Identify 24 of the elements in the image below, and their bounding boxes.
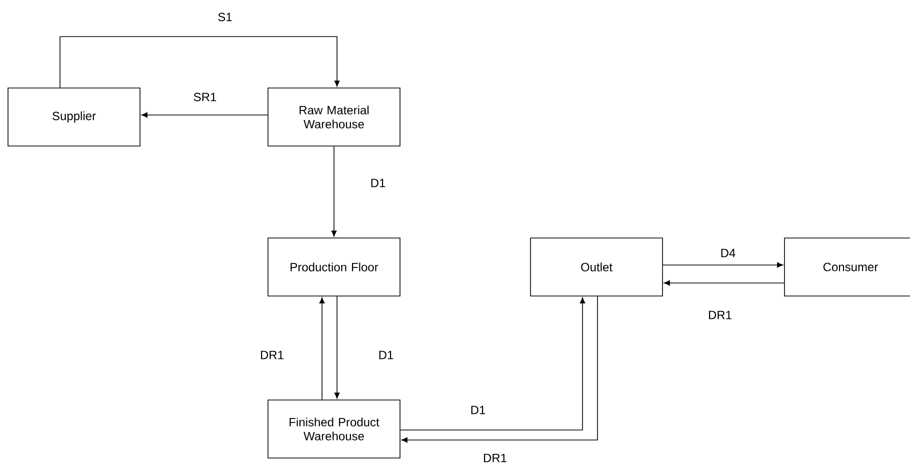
arrow <box>141 112 268 118</box>
arrow <box>334 296 340 399</box>
arrow <box>60 36 340 88</box>
edge-label: DR1 <box>707 310 733 320</box>
process-box: Outlet <box>530 238 663 296</box>
process-box: Consumer <box>784 238 910 296</box>
process-box: Supplier <box>8 88 140 146</box>
edge-label: D1 <box>469 404 487 416</box>
edge-label: D1 <box>369 178 387 188</box>
arrow <box>400 297 586 430</box>
edge-label: SR1 <box>192 92 218 102</box>
arrow <box>662 262 784 268</box>
process-box: Finished Product Warehouse <box>268 400 400 458</box>
edge-label: D1 <box>377 350 395 360</box>
edge-label: DR1 <box>482 452 508 464</box>
process-box: Raw Material Warehouse <box>268 88 400 146</box>
edge-label: D4 <box>719 248 737 258</box>
process-box: Production Floor <box>268 238 400 296</box>
edge-label: S1 <box>216 12 234 22</box>
arrow <box>401 296 598 443</box>
arrow <box>331 146 337 237</box>
arrow <box>664 280 784 286</box>
arrow <box>319 297 325 400</box>
edge-label: DR1 <box>259 350 285 360</box>
